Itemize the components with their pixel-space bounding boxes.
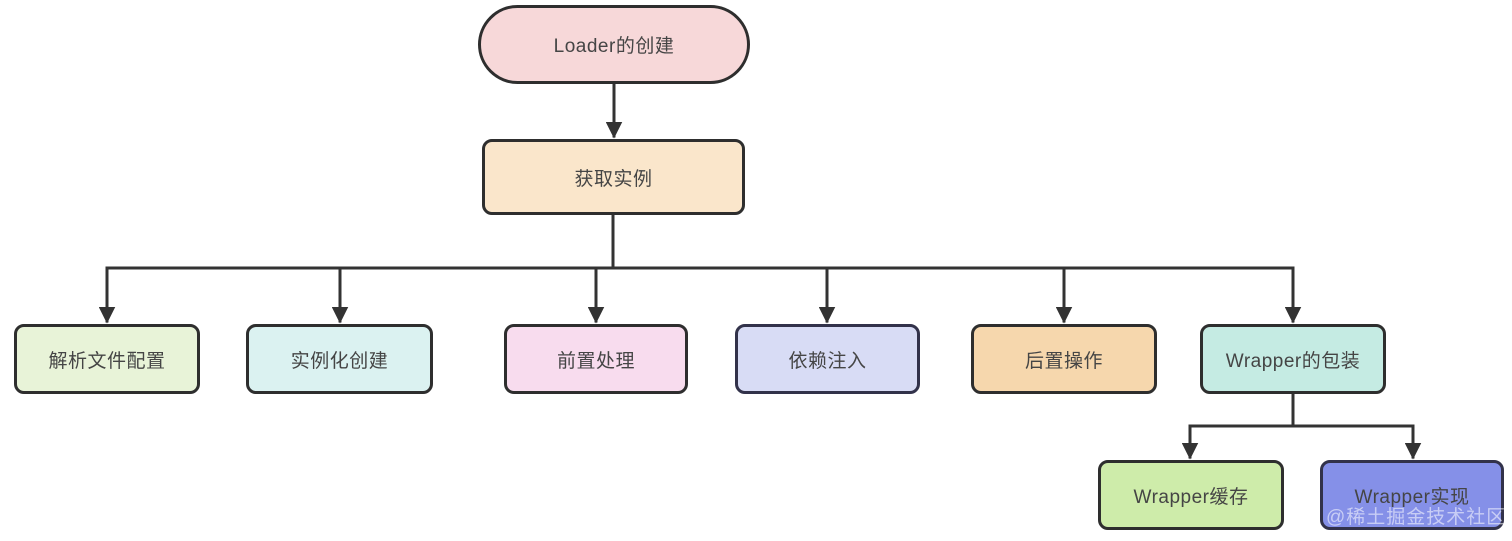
node-label: Wrapper缓存 bbox=[1133, 486, 1249, 508]
node-dependency-inject: 依赖注入 bbox=[735, 324, 920, 394]
node-label: 实例化创建 bbox=[290, 350, 389, 372]
node-label: 后置操作 bbox=[1024, 350, 1103, 372]
node-label: Wrapper的包装 bbox=[1225, 350, 1361, 372]
node-label: 解析文件配置 bbox=[48, 350, 166, 372]
node-instantiate-create: 实例化创建 bbox=[246, 324, 433, 394]
node-label: Wrapper实现 bbox=[1354, 486, 1470, 508]
node-wrapper-wrap: Wrapper的包装 bbox=[1200, 324, 1386, 394]
node-wrapper-cache: Wrapper缓存 bbox=[1098, 460, 1284, 530]
node-pre-process: 前置处理 bbox=[504, 324, 688, 394]
node-label: 前置处理 bbox=[556, 350, 635, 372]
node-label: 获取实例 bbox=[574, 168, 653, 190]
node-label: 依赖注入 bbox=[788, 350, 867, 372]
node-loader-creation: Loader的创建 bbox=[478, 5, 750, 84]
node-label: Loader的创建 bbox=[553, 36, 675, 57]
node-post-operation: 后置操作 bbox=[971, 324, 1157, 394]
node-wrapper-impl: Wrapper实现 bbox=[1320, 460, 1504, 530]
node-parse-file-config: 解析文件配置 bbox=[14, 324, 200, 394]
node-get-instance: 获取实例 bbox=[482, 139, 745, 215]
